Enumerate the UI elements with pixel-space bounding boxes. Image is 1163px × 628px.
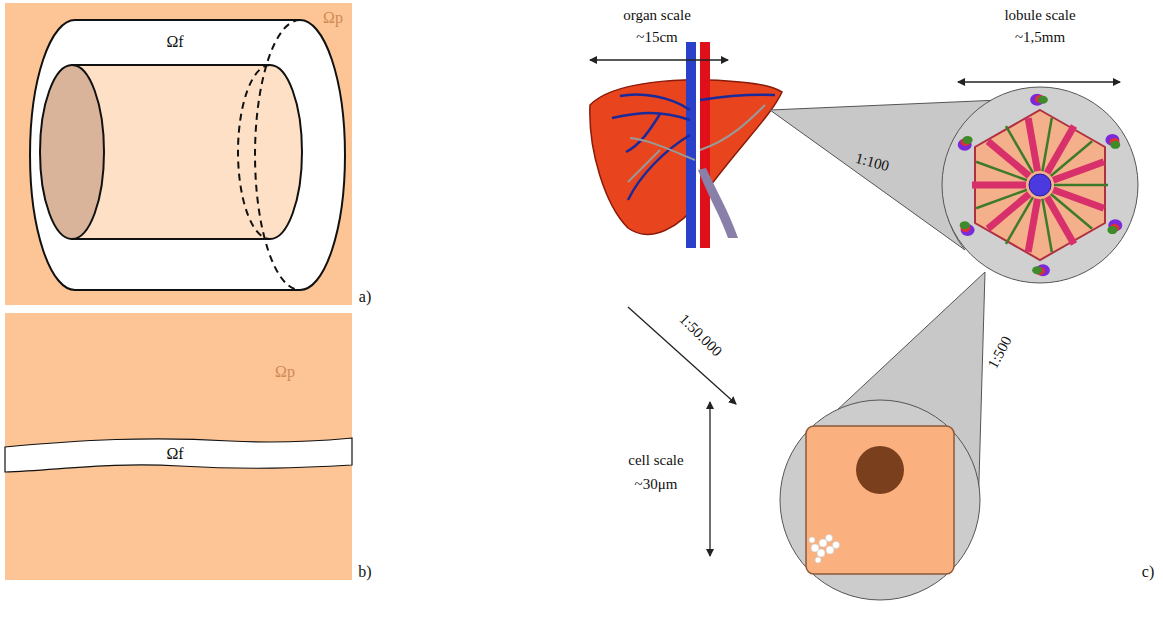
hepatocyte	[806, 426, 954, 574]
triad-vessel	[1032, 266, 1042, 274]
triad-vessel	[960, 221, 970, 229]
sinusoid	[1028, 199, 1037, 252]
domain-symbol: Ωf	[166, 34, 183, 50]
sinusoid	[988, 194, 1029, 229]
sinusoid	[1053, 190, 1104, 208]
nucleus	[856, 446, 904, 494]
sinusoid	[1047, 197, 1074, 244]
panel-letter: a)	[359, 289, 371, 305]
sinusoid	[1042, 199, 1051, 252]
zoom-ratio: 1:50.000	[676, 311, 724, 359]
scale-size: ~1,5mm	[1015, 30, 1065, 45]
scale-name: organ scale	[623, 8, 691, 23]
panel-letter: b)	[358, 564, 371, 580]
sinusoid	[976, 190, 1027, 208]
sinusoid	[972, 182, 1026, 189]
lobule-sinusoids	[972, 118, 1108, 252]
scale-size: ~15cm	[636, 30, 677, 45]
sinusoid	[1054, 184, 1108, 187]
porous-ground	[5, 313, 352, 580]
lipid-droplets	[809, 535, 840, 564]
scale-name: cell scale	[628, 453, 683, 468]
sinusoid	[1053, 162, 1104, 180]
sinusoid	[988, 141, 1029, 176]
tube-drawing	[30, 20, 345, 290]
triad-vessel	[1038, 96, 1048, 104]
triad-vessel	[963, 136, 973, 144]
panel-letter: c)	[1142, 564, 1154, 580]
triad-vessel	[1107, 226, 1117, 234]
domain-symbol: Ωp	[275, 364, 295, 380]
cell-circle	[780, 400, 980, 600]
scale-size: ~30μm	[635, 477, 678, 492]
central-vein	[1029, 174, 1051, 196]
liver-drawing	[590, 42, 782, 248]
domain-symbol: Ωp	[323, 10, 343, 26]
scale-name: lobule scale	[1004, 8, 1075, 23]
sinusoid	[1047, 126, 1074, 173]
zoom-ratio: 1:500	[985, 333, 1014, 370]
sinusoid	[1028, 118, 1037, 171]
porous-ground	[5, 3, 352, 305]
domain-symbol: Ωf	[166, 446, 183, 462]
portal-triads	[958, 94, 1123, 277]
lobule-circle	[942, 87, 1138, 283]
fluid-channel	[5, 438, 352, 472]
triad-vessel	[1110, 141, 1120, 149]
